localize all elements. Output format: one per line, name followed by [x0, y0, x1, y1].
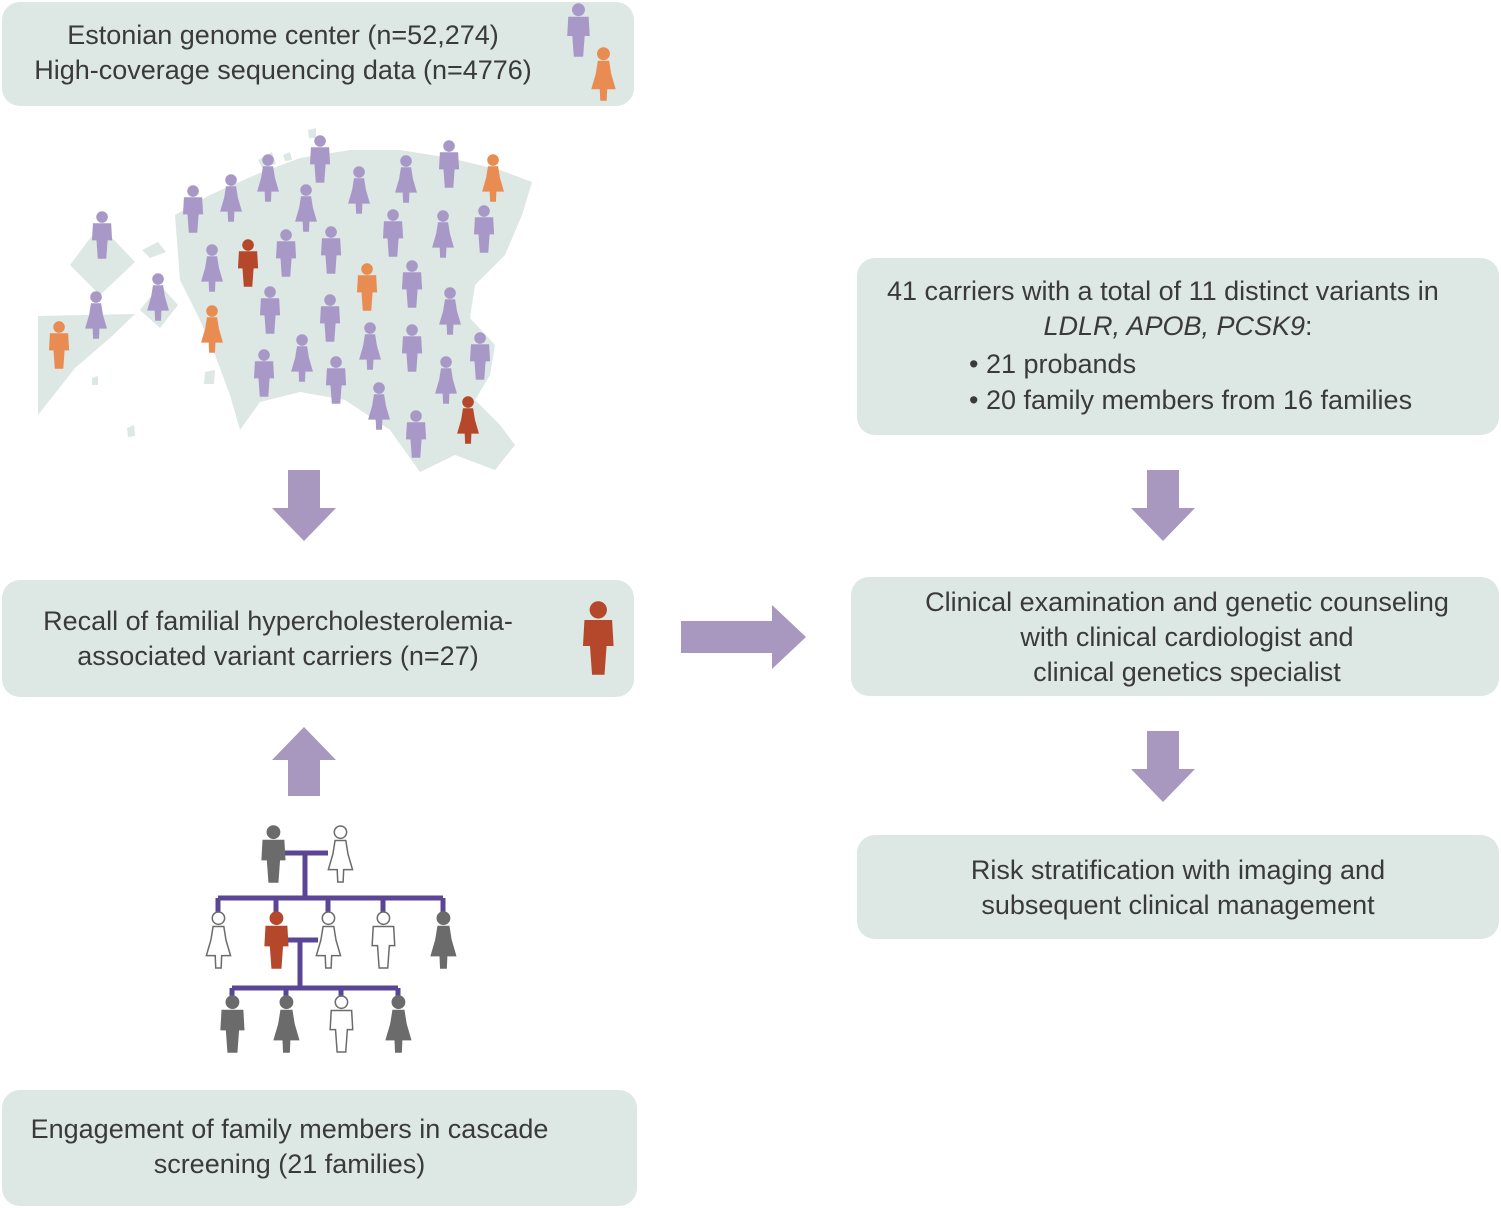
person-lavender-icon — [405, 410, 427, 458]
engagement-line-2: screening (21 families) — [153, 1149, 426, 1179]
person-lavender-icon — [295, 184, 317, 232]
arrow-up-1 — [272, 727, 336, 796]
person-lavender-icon — [359, 322, 381, 370]
person-gray-icon — [272, 995, 300, 1053]
arrow-down-3 — [1131, 731, 1195, 802]
person-lavender-icon — [439, 287, 461, 335]
clinical-line-2: with clinical cardiologist and — [1020, 622, 1354, 652]
arrow-down-2 — [1131, 470, 1195, 541]
person-open-icon — [326, 825, 354, 883]
arrow-down-1 — [272, 470, 336, 541]
person-gray-icon — [429, 911, 457, 969]
person-lavender-icon — [473, 205, 495, 253]
clinical-examination-box: Clinical examination and genetic counsel… — [851, 577, 1499, 696]
person-gray-icon — [384, 995, 412, 1053]
recall-line-2: associated variant carriers (n=27) — [77, 641, 479, 671]
carriers-line: 41 carriers with a total of 11 distinct … — [887, 276, 1439, 306]
genome-center-line: Estonian genome center (n=52,274) — [67, 20, 499, 50]
person-gray-icon — [219, 995, 245, 1053]
person-lavender-icon — [275, 229, 297, 277]
person-orange-icon — [356, 263, 378, 311]
sequencing-data-line: High-coverage sequencing data (n=4776) — [34, 55, 532, 85]
genes-line: LDLR, APOB, PCSK9: — [857, 309, 1499, 344]
clinical-line-3: clinical genetics specialist — [1033, 657, 1341, 687]
cascade-screening-box: Engagement of family members in cascade … — [2, 1090, 637, 1206]
person-lavender-icon — [85, 291, 107, 339]
person-lavender-icon — [432, 210, 454, 258]
genome-center-box: Estonian genome center (n=52,274) High-c… — [2, 2, 634, 106]
bullet-family-members: • 20 family members from 16 families — [969, 385, 1413, 415]
person-lavender-icon — [438, 140, 460, 188]
person-open-icon — [328, 995, 354, 1053]
person-lavender-icon — [309, 135, 331, 183]
risk-line-2: subsequent clinical management — [981, 890, 1375, 920]
person-lavender-icon — [435, 356, 457, 404]
person-lavender-icon — [147, 273, 169, 321]
bullet-probands: • 21 probands — [969, 349, 1137, 379]
person-red-icon — [457, 396, 479, 444]
person-red-icon — [237, 239, 259, 287]
person-lavender-icon — [220, 174, 242, 222]
person-lavender-icon — [253, 349, 275, 397]
arrow-right-1 — [681, 605, 806, 669]
person-orange-icon — [590, 47, 616, 101]
gene-names: LDLR, APOB, PCSK9 — [1043, 311, 1306, 341]
person-lavender-icon — [320, 226, 342, 274]
recall-carriers-box: Recall of familial hypercholesterolemia-… — [2, 580, 634, 697]
person-lavender-icon — [259, 286, 281, 334]
person-lavender-icon — [201, 244, 223, 292]
person-lavender-icon — [182, 185, 204, 233]
carrier-bullet-list: • 21 probands • 20 family members from 1… — [857, 346, 1499, 418]
person-lavender-icon — [469, 332, 491, 380]
person-orange-icon — [201, 305, 223, 353]
person-lavender-icon — [257, 154, 279, 202]
person-lavender-icon — [401, 260, 423, 308]
person-orange-icon — [482, 154, 504, 202]
genes-colon: : — [1305, 311, 1313, 341]
person-open-icon — [314, 911, 342, 969]
person-orange-icon — [48, 321, 70, 369]
person-lavender-icon — [319, 294, 341, 342]
person-lavender-icon — [395, 155, 417, 203]
person-lavender-icon — [401, 324, 423, 372]
person-lavender-icon — [91, 211, 113, 259]
recall-line-1: Recall of familial hypercholesterolemia- — [43, 606, 513, 636]
person-lavender-icon — [291, 334, 313, 382]
risk-line-1: Risk stratification with imaging and — [970, 855, 1386, 885]
person-lavender-icon — [566, 3, 590, 57]
person-red-icon — [582, 601, 614, 675]
clinical-line-1: Clinical examination and genetic counsel… — [925, 587, 1449, 617]
risk-stratification-box: Risk stratification with imaging and sub… — [857, 835, 1499, 939]
person-lavender-icon — [368, 382, 390, 430]
person-open-icon — [370, 911, 396, 969]
person-open-icon — [204, 911, 232, 969]
carriers-summary-box: 41 carriers with a total of 11 distinct … — [857, 258, 1499, 435]
person-red-icon — [263, 911, 289, 969]
person-lavender-icon — [348, 166, 370, 214]
person-lavender-icon — [382, 209, 404, 257]
engagement-line-1: Engagement of family members in cascade — [30, 1114, 549, 1144]
person-gray-icon — [260, 825, 286, 883]
person-lavender-icon — [325, 356, 347, 404]
